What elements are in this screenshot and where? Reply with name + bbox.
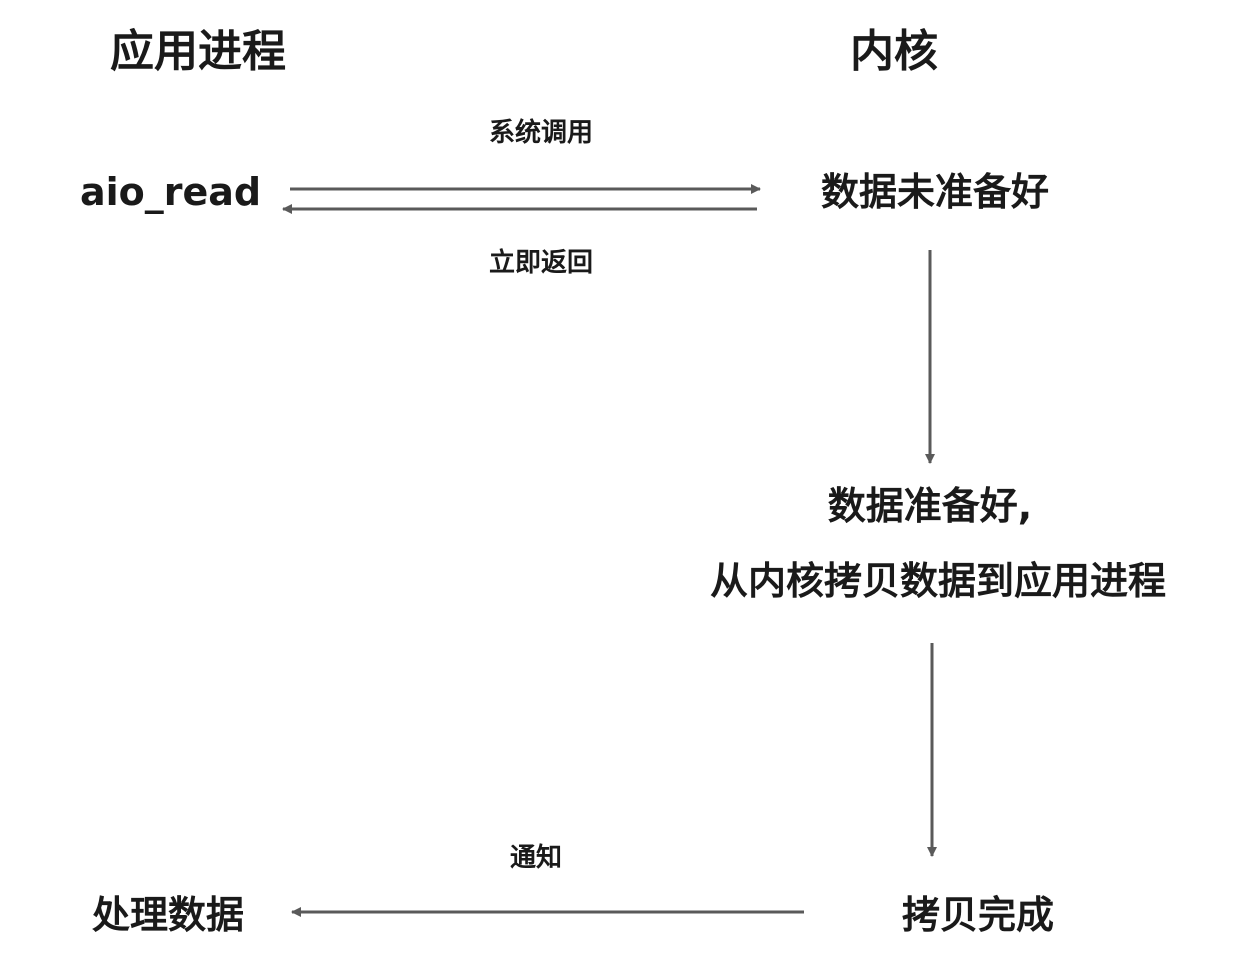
node-data-not-ready: 数据未准备好 (820, 170, 1050, 214)
edge-label-notify: 通知 (509, 843, 563, 873)
node-data-ready-line2: 从内核拷贝数据到应用进程 (709, 559, 1167, 603)
node-aio-read: aio_read (80, 170, 262, 214)
node-copy-done: 拷贝完成 (901, 893, 1055, 937)
edge-label-return-immediately: 立即返回 (488, 248, 594, 278)
node-process-data: 处理数据 (92, 893, 245, 937)
node-data-ready-line1: 数据准备好, (827, 484, 1033, 528)
column-heading-app-process: 应用进程 (110, 26, 286, 77)
column-heading-kernel: 内核 (850, 26, 938, 77)
edge-label-syscall: 系统调用 (488, 118, 594, 148)
